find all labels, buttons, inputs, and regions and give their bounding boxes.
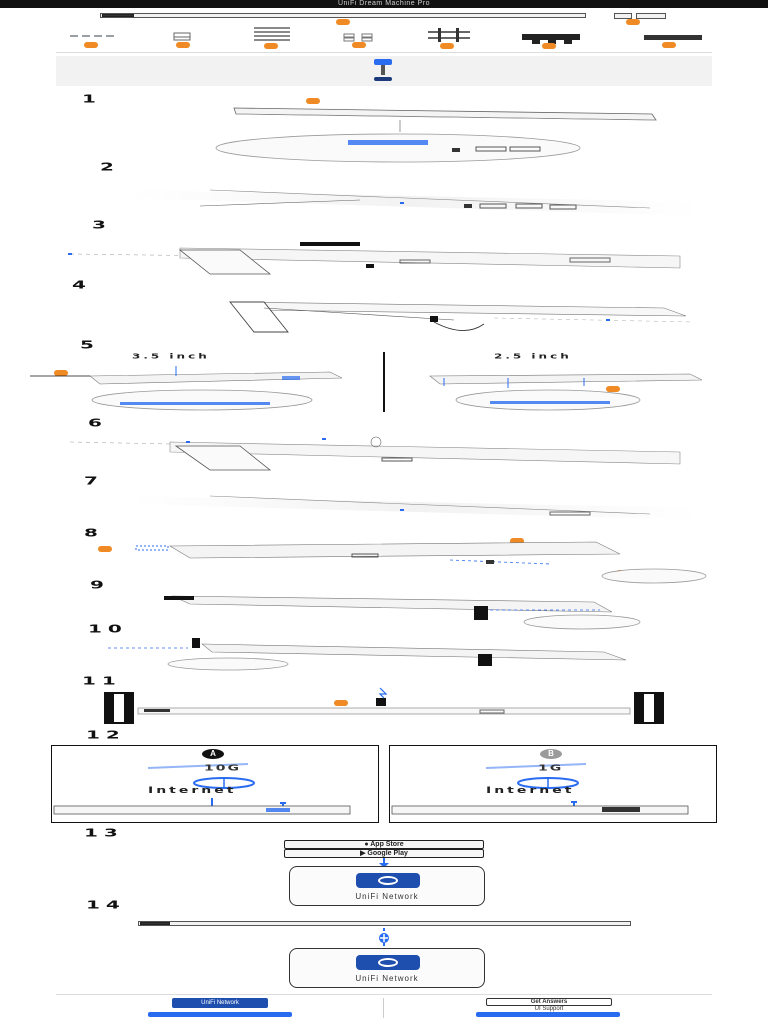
step-number: 10 xyxy=(88,621,128,635)
google-play-label: Google Play xyxy=(367,850,408,857)
callout-badge xyxy=(176,42,190,48)
rack-ear xyxy=(636,13,666,19)
callout-badge xyxy=(352,42,366,48)
package-item-rack-brackets xyxy=(518,30,584,50)
screwdriver-icon xyxy=(374,59,392,81)
internet-globe-icon xyxy=(391,763,689,815)
panel-letter-a: A xyxy=(202,749,224,759)
google-play-icon: ▶ xyxy=(360,850,368,857)
udm-open-lid-illustration xyxy=(68,242,681,275)
drive-size-label-right: 2.5 inch xyxy=(494,352,572,361)
footer-unifi-network-app[interactable]: UniFi Network xyxy=(172,998,268,1008)
step-number: 3 xyxy=(92,217,112,231)
udm-replace-cover-illustration xyxy=(130,495,700,520)
step-number: 12 xyxy=(86,727,126,741)
step-number: 5 xyxy=(80,337,100,351)
step5-divider xyxy=(383,352,385,412)
udm-pro-unit xyxy=(100,13,586,18)
package-item-cage-nuts xyxy=(250,24,294,50)
footer-divider xyxy=(56,994,712,995)
unifi-network-app-icon[interactable] xyxy=(356,873,420,888)
unifi-ring-icon xyxy=(378,876,398,885)
port-speed-1g: 1G xyxy=(538,764,564,773)
google-play-button[interactable]: ▶ Google Play xyxy=(284,849,484,858)
step-number: 1 xyxy=(82,91,102,105)
download-arrow-icon xyxy=(379,858,389,868)
package-item-washers xyxy=(164,32,204,50)
pairing-arrow-icon xyxy=(379,928,389,948)
footer-support-button[interactable] xyxy=(476,1012,620,1017)
hdd-3-5-inch-illustration xyxy=(30,366,343,411)
rack-ears-illustration xyxy=(135,541,707,584)
callout-badge xyxy=(306,98,320,104)
port-speed-10g: 10G xyxy=(204,764,241,773)
callout-badge xyxy=(84,42,98,48)
tools-required-box xyxy=(56,56,712,86)
callout-badge xyxy=(336,19,350,25)
phone-unifi-network-app: UniFi Network xyxy=(289,866,485,906)
udm-pro-front-panel xyxy=(102,14,134,17)
package-item-rack-screws xyxy=(422,26,476,50)
step-number: 6 xyxy=(88,415,108,429)
internet-label: Internet xyxy=(486,786,575,796)
rack-secure-illustration xyxy=(108,638,627,671)
package-item-screws xyxy=(66,32,116,50)
phone-unifi-network-app: UniFi Network xyxy=(289,948,485,988)
callout-badge xyxy=(54,370,68,376)
callout-badge xyxy=(440,43,454,49)
footer-ui-support-link[interactable]: UI Support xyxy=(534,1006,564,1012)
udm-pro-front-panel xyxy=(140,922,170,925)
step-number: 4 xyxy=(72,277,92,291)
ssd-2-5-inch-illustration xyxy=(429,373,703,411)
unifi-ring-icon xyxy=(378,958,398,967)
step-number: 9 xyxy=(90,577,110,591)
drive-size-label-left: 3.5 inch xyxy=(132,352,210,361)
page-title: UniFi Dream Machine Pro xyxy=(337,0,431,7)
callout-badge xyxy=(510,538,524,544)
footer-separator xyxy=(383,998,384,1018)
panel-letter-b: B xyxy=(540,749,562,759)
callout-badge xyxy=(334,700,348,706)
connection-panel-a: A 10G Internet xyxy=(51,745,379,823)
package-item-power-cable xyxy=(640,32,706,50)
rack-mount-illustration xyxy=(164,595,641,630)
udm-drive-bay-illustration xyxy=(229,301,695,333)
footer-get-answers: Get Answers xyxy=(486,998,612,1006)
rack-ear xyxy=(614,13,632,19)
step-number: 11 xyxy=(82,673,122,687)
step-number: 8 xyxy=(84,525,104,539)
step-number: 13 xyxy=(84,825,124,839)
app-name-label: UniFi Network xyxy=(355,892,419,901)
section-divider xyxy=(56,52,712,53)
callout-badge xyxy=(542,43,556,49)
connection-panel-b: B 1G Internet xyxy=(389,745,717,823)
callout-badge xyxy=(98,546,112,552)
callout-badge xyxy=(626,19,640,25)
step-number: 2 xyxy=(100,159,120,173)
udm-unit-illustration xyxy=(215,107,657,163)
apple-icon: ● xyxy=(364,841,371,848)
internet-label: Internet xyxy=(148,786,237,796)
callout-badge xyxy=(662,42,676,48)
header-bar: UniFi Dream Machine Pro xyxy=(0,0,768,8)
udm-close-lid-illustration xyxy=(69,436,681,471)
udm-pro-unit xyxy=(138,921,631,926)
step-number: 7 xyxy=(84,473,104,487)
internet-globe-icon xyxy=(53,763,351,815)
rack-installed-illustration xyxy=(104,687,664,724)
app-store-button[interactable]: ● App Store xyxy=(284,840,484,849)
callout-badge xyxy=(264,43,278,49)
unifi-network-app-icon[interactable] xyxy=(356,955,420,970)
app-store-label: App Store xyxy=(370,841,404,848)
udm-front-cover-illustration xyxy=(130,189,700,216)
callout-badge xyxy=(606,386,620,392)
footer-download-button[interactable] xyxy=(148,1012,292,1017)
app-name-label: UniFi Network xyxy=(355,974,419,983)
step-number: 14 xyxy=(86,897,126,911)
package-item-ssd-screws xyxy=(338,32,382,50)
